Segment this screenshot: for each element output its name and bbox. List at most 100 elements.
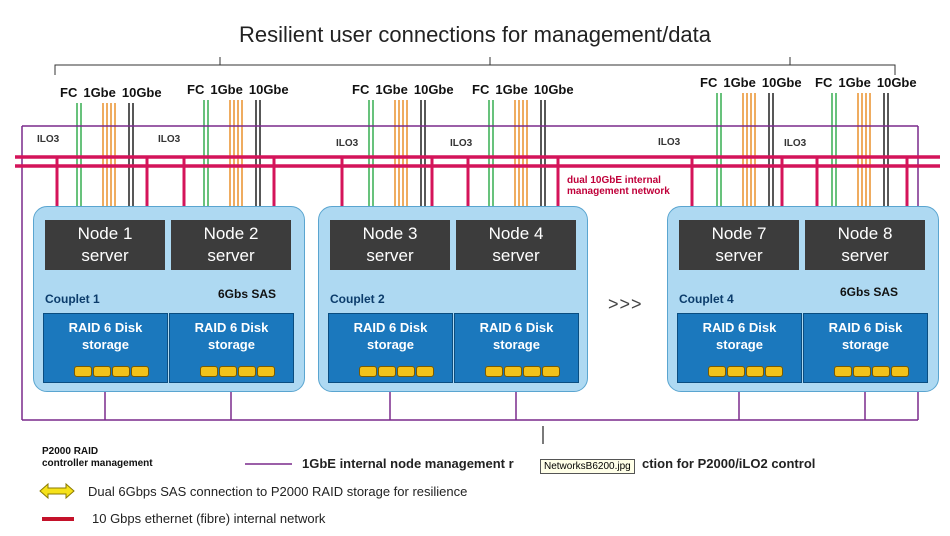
node-role: server (841, 246, 889, 265)
gbe1-label: 1Gbe (83, 85, 116, 100)
p2000-label: P2000 RAID controller management (42, 446, 153, 470)
ilo-label: ILO3 (784, 138, 807, 149)
disk-icon (891, 366, 909, 377)
raid-line2: storage (367, 337, 414, 352)
gbe10-label: 10Gbe (121, 85, 162, 100)
node-name: Node 4 (488, 224, 544, 243)
internal-network-label: dual 10GbE internal management network (567, 175, 670, 197)
disk-icon (853, 366, 871, 377)
raid-line2: storage (493, 337, 540, 352)
disk-icon (542, 366, 560, 377)
raid-line2: storage (208, 337, 255, 352)
raid-line1: RAID 6 Disk (68, 320, 143, 335)
disk-icon (727, 366, 745, 377)
raid-line1: RAID 6 Disk (353, 320, 428, 335)
gbe1-label: 1Gbe (838, 75, 871, 90)
raid-line2: storage (842, 337, 889, 352)
fc-label: FC (352, 82, 370, 97)
gbe10-label: 10Gbe (876, 75, 917, 90)
disk-icon (485, 366, 503, 377)
node-role: server (207, 246, 255, 265)
disk-icon (872, 366, 890, 377)
port-label-group: FC 1Gbe 10Gbe (352, 82, 454, 97)
disk-icon (359, 366, 377, 377)
user-connections-bracket (54, 64, 896, 75)
node-name: Node 7 (711, 224, 767, 243)
node-server: Node 8 server (805, 220, 925, 270)
raid-line2: storage (82, 337, 129, 352)
disk-icon (74, 366, 92, 377)
disk-array (708, 366, 784, 378)
node-role: server (366, 246, 414, 265)
disk-icon (708, 366, 726, 377)
image-tooltip: NetworksB6200.jpg (540, 459, 635, 474)
ilo-label: ILO3 (158, 134, 181, 145)
legend-sas-swatch (39, 482, 75, 500)
couplet-label: Couplet 1 (45, 292, 100, 306)
disk-icon (378, 366, 396, 377)
p2000-line1: P2000 RAID (42, 446, 99, 457)
legend-mgmt-text-a: 1GbE internal node management r (302, 456, 514, 471)
fc-label: FC (815, 75, 833, 90)
disk-icon (765, 366, 783, 377)
legend-network-text: 10 Gbps ethernet (fibre) internal networ… (92, 511, 326, 526)
gbe10-label: 10Gbe (533, 82, 574, 97)
gbe10-label: 10Gbe (248, 82, 289, 97)
disk-icon (504, 366, 522, 377)
fc-label: FC (60, 85, 78, 100)
sas-label: 6Gbs SAS (840, 285, 899, 299)
raid-line1: RAID 6 Disk (828, 320, 903, 335)
ilo-label: ILO3 (658, 137, 681, 148)
ilo-label: ILO3 (336, 138, 359, 149)
sas-label: 6Gbs SAS (218, 287, 277, 301)
disk-icon (219, 366, 237, 377)
ilo-label: ILO3 (37, 134, 60, 145)
disk-array (74, 366, 150, 378)
disk-icon (257, 366, 275, 377)
disk-icon (834, 366, 852, 377)
disk-array (834, 366, 910, 378)
raid-storage: RAID 6 Disk storage (454, 313, 579, 383)
disk-icon (93, 366, 111, 377)
raid-line1: RAID 6 Disk (194, 320, 269, 335)
node-name: Node 8 (837, 224, 893, 243)
port-label-group: FC 1Gbe 10Gbe (60, 85, 162, 100)
raid-storage: RAID 6 Disk storage (169, 313, 294, 383)
raid-line1: RAID 6 Disk (702, 320, 777, 335)
disk-icon (112, 366, 130, 377)
couplet-label: Couplet 2 (330, 292, 385, 306)
raid-storage: RAID 6 Disk storage (803, 313, 928, 383)
raid-storage: RAID 6 Disk storage (43, 313, 168, 383)
fc-label: FC (700, 75, 718, 90)
port-wire-drops (76, 93, 889, 220)
gbe10-label: 10Gbe (413, 82, 454, 97)
disk-icon (200, 366, 218, 377)
fc-label: FC (472, 82, 490, 97)
disk-icon (238, 366, 256, 377)
gbe1-label: 1Gbe (375, 82, 408, 97)
disk-icon (397, 366, 415, 377)
gbe1-label: 1Gbe (210, 82, 243, 97)
diagram-title: Resilient user connections for managemen… (238, 22, 712, 47)
raid-line1: RAID 6 Disk (479, 320, 554, 335)
raid-storage: RAID 6 Disk storage (677, 313, 802, 383)
raid-storage: RAID 6 Disk storage (328, 313, 453, 383)
node-server: Node 2 server (171, 220, 291, 270)
legend-mgmt-text-b: ction for P2000/iLO2 control (642, 456, 816, 471)
gbe10-label: 10Gbe (761, 75, 802, 90)
node-name: Node 2 (203, 224, 259, 243)
couplet-label: Couplet 4 (679, 292, 734, 306)
raid-line2: storage (716, 337, 763, 352)
port-label-group: FC 1Gbe 10Gbe (815, 75, 917, 90)
disk-icon (523, 366, 541, 377)
disk-icon (416, 366, 434, 377)
p2000-line2: controller management (42, 458, 153, 469)
node-server: Node 3 server (330, 220, 450, 270)
node-name: Node 3 (362, 224, 418, 243)
ilo-label: ILO3 (450, 138, 473, 149)
